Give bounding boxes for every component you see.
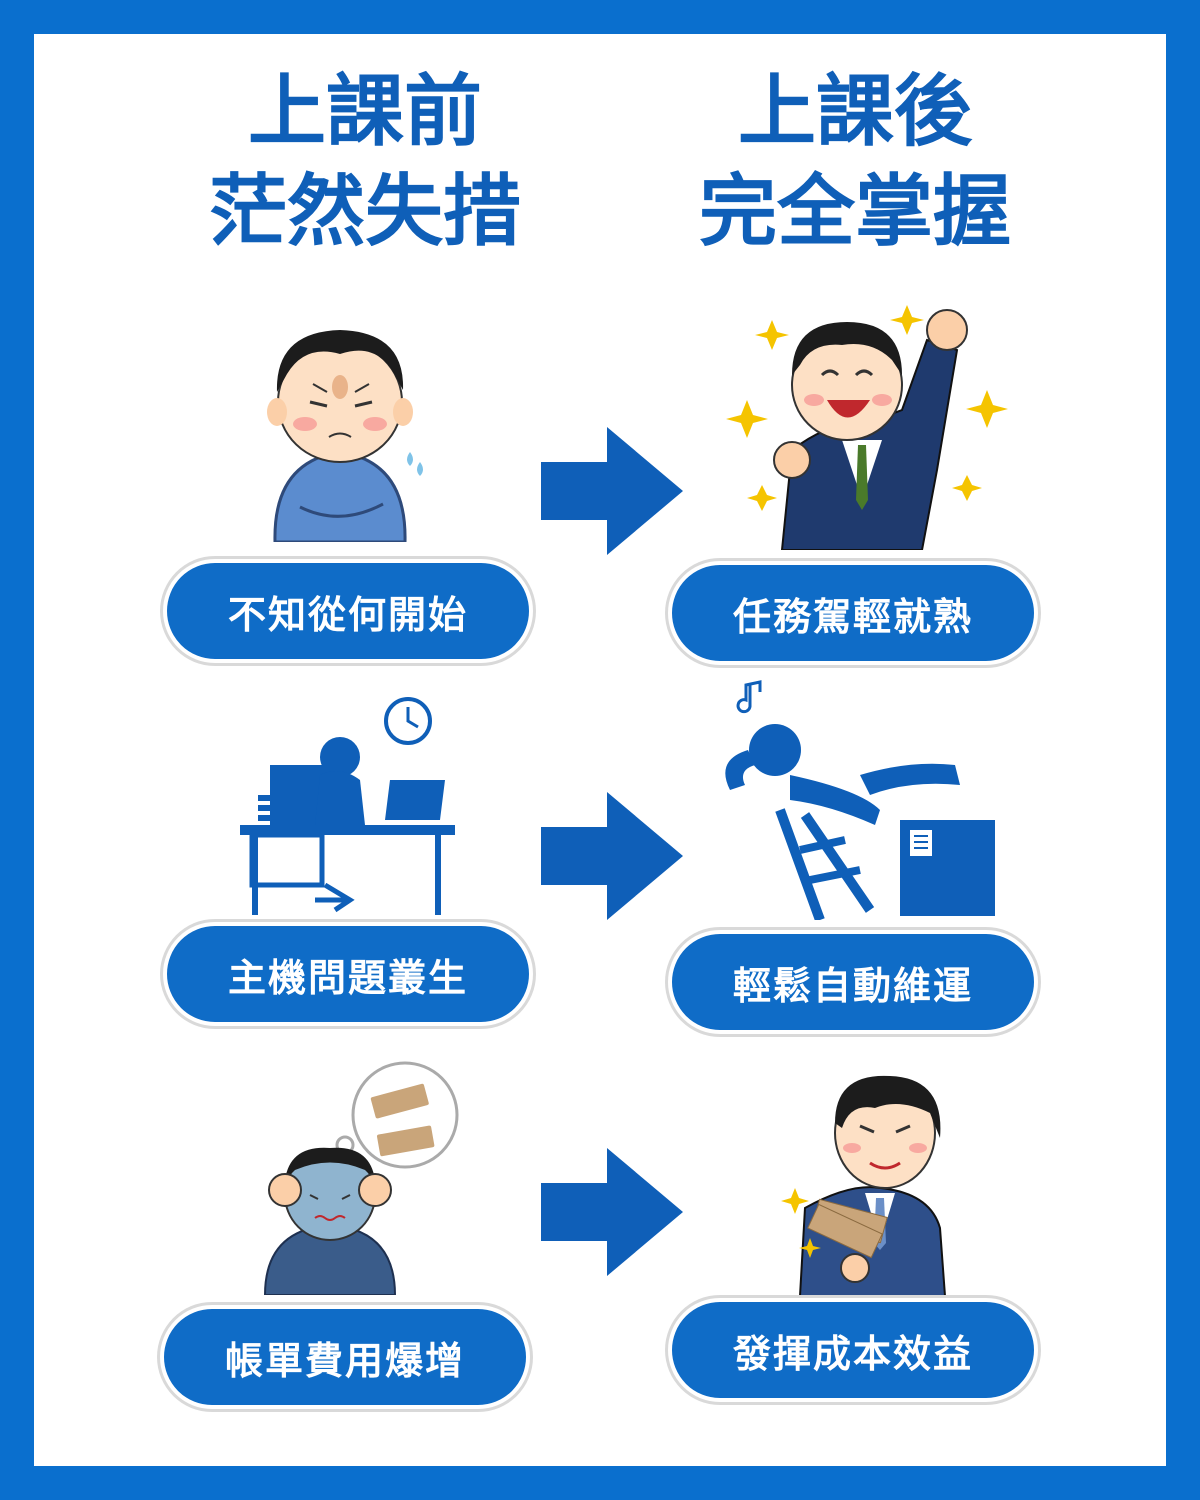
after-label-row1: 任務駕輕就熟 — [668, 561, 1038, 665]
before-label-row2: 主機問題叢生 — [163, 922, 533, 1026]
before-heading-line2: 茫然失措 — [208, 167, 521, 257]
after-heading: 上課後 完全掌握 — [645, 62, 1065, 262]
cheering-businessman-icon — [726, 305, 1008, 550]
after-heading-line2: 完全掌握 — [698, 167, 1011, 257]
money-holding-businessman-icon — [781, 1075, 947, 1296]
money-worry-icon — [263, 1061, 459, 1295]
after-label-row2: 輕鬆自動維運 — [668, 930, 1038, 1034]
before-label-row3: 帳單費用爆增 — [160, 1305, 530, 1409]
before-heading: 上課前 茫然失措 — [155, 62, 575, 262]
overworked-desk-icon — [240, 697, 455, 915]
after-label-row3: 發揮成本效益 — [668, 1298, 1038, 1402]
right-arrow-icon — [541, 792, 683, 920]
before-label-row1: 不知從何開始 — [163, 559, 533, 663]
relaxed-chair-icon — [725, 680, 995, 920]
after-heading-line1: 上課後 — [737, 67, 972, 157]
worried-man-icon — [267, 330, 423, 542]
right-arrow-icon — [541, 1148, 683, 1276]
before-heading-line1: 上課前 — [247, 67, 482, 157]
right-arrow-icon — [541, 427, 683, 555]
